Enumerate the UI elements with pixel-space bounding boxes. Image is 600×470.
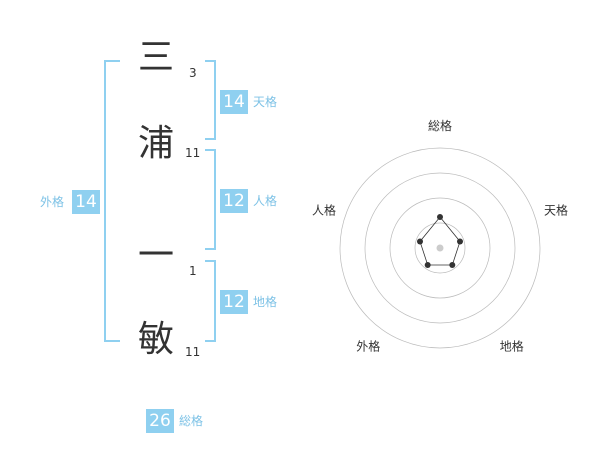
radar-point-2	[457, 238, 463, 245]
tenkaku-bracket-bottom	[205, 138, 216, 140]
gaikaku-bracket-bottom	[104, 340, 120, 342]
radar-axis-label-5: 人格	[312, 202, 336, 217]
radar-axis-label-4: 外格	[356, 339, 380, 354]
name-char-4: 敏	[137, 319, 174, 360]
name-char-2: 浦	[137, 123, 174, 164]
name-char-1: 三	[137, 37, 174, 78]
jinkaku-bracket-vertical	[214, 149, 216, 250]
soukaku-label: 総格	[179, 414, 204, 428]
jinkaku-bracket-top	[205, 149, 216, 151]
chikaku-bracket-bottom	[205, 340, 216, 342]
radar-series-polygon	[419, 216, 461, 266]
tenkaku-bracket-vertical	[214, 60, 216, 140]
chikaku-bracket-top	[205, 260, 216, 262]
chikaku-score: 12	[220, 290, 248, 314]
stroke-count-2: 11	[185, 146, 201, 160]
radar-point-1	[437, 214, 443, 220]
chikaku-label: 地格	[253, 295, 278, 309]
name-char-3: 一	[137, 235, 174, 276]
stroke-count-4: 11	[185, 345, 201, 359]
radar-point-5	[417, 238, 423, 245]
stroke-count-1: 3	[189, 66, 197, 80]
radar-point-4	[424, 262, 431, 268]
radar-axis-label-3: 地格	[500, 339, 524, 354]
gaikaku-score: 14	[72, 190, 100, 214]
radar-axis-label-2: 天格	[544, 202, 568, 217]
gaikaku-bracket-top	[104, 60, 120, 62]
radar-ring-2	[389, 197, 491, 299]
jinkaku-score: 12	[220, 189, 248, 213]
tenkaku-score: 14	[220, 90, 248, 114]
tenkaku-label: 天格	[253, 95, 278, 109]
radar-axis-label-1: 総格	[428, 118, 452, 133]
radar-center-marker	[436, 244, 444, 252]
gaikaku-label: 外格	[40, 195, 65, 209]
radar-ring-4	[339, 147, 541, 349]
tenkaku-bracket-top	[205, 60, 216, 62]
gaikaku-bracket-vertical	[104, 60, 106, 342]
stroke-count-3: 1	[189, 264, 197, 278]
soukaku-score: 26	[146, 409, 174, 433]
chikaku-bracket-vertical	[214, 260, 216, 342]
radar-ring-3	[364, 172, 516, 324]
radar-ring-1	[414, 222, 466, 274]
jinkaku-label: 人格	[253, 194, 278, 208]
radar-point-3	[449, 262, 456, 268]
jinkaku-bracket-bottom	[205, 248, 216, 250]
